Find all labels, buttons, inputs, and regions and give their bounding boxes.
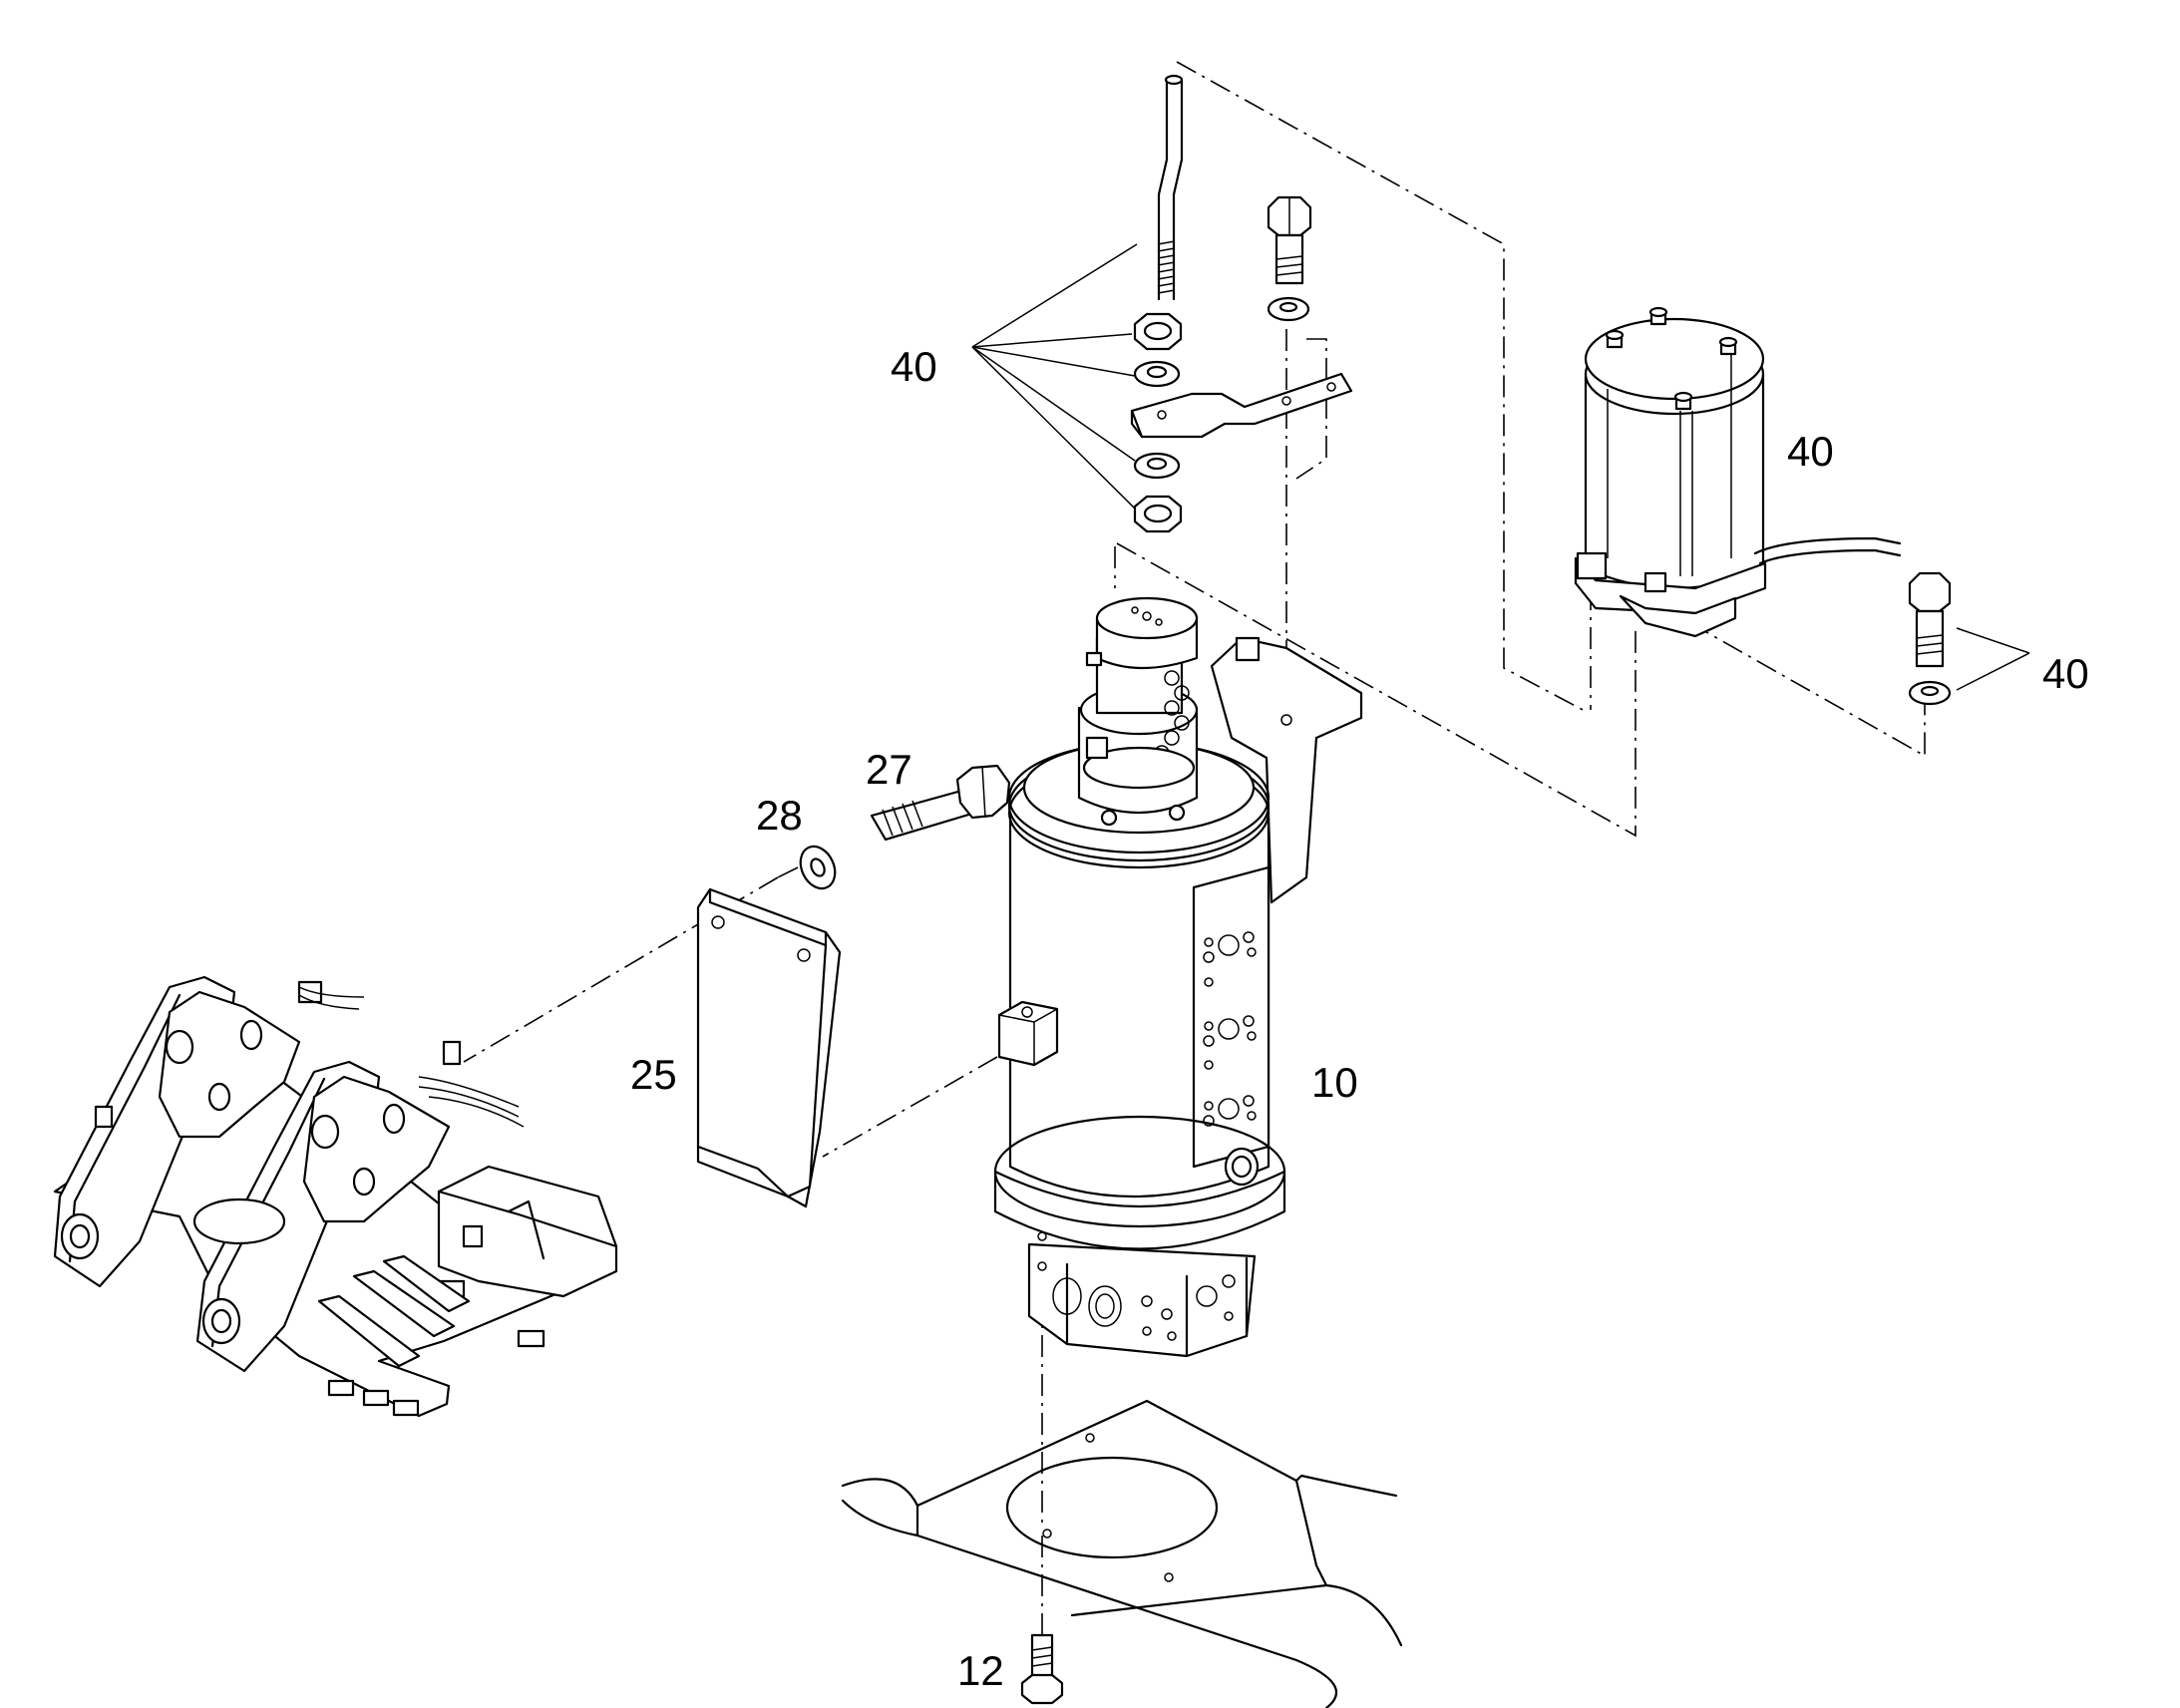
part-40-actuator [1574,306,2030,706]
callout-labels: 40 40 40 27 28 25 10 12 [630,343,2089,1694]
frame-assembly [53,975,618,1418]
callout-40-rod: 40 [891,343,937,390]
part-25-plate [696,887,842,1208]
callout-40-bolt: 40 [2042,650,2089,697]
part-40-rod-assembly [971,74,1353,533]
part-10-cylinder [993,596,1363,1358]
callout-28: 28 [756,792,803,839]
callout-27: 27 [866,746,912,793]
center-lines [463,61,1926,1635]
callout-40-actuator: 40 [1787,428,1834,475]
callout-10: 10 [1311,1059,1358,1106]
base-plate [841,1399,1403,1708]
callout-25: 25 [630,1051,677,1098]
part-27-bolt [870,764,1011,842]
part-28-washer [799,845,837,890]
callout-12: 12 [957,1647,1004,1694]
part-12-bolt [1020,1633,1064,1705]
